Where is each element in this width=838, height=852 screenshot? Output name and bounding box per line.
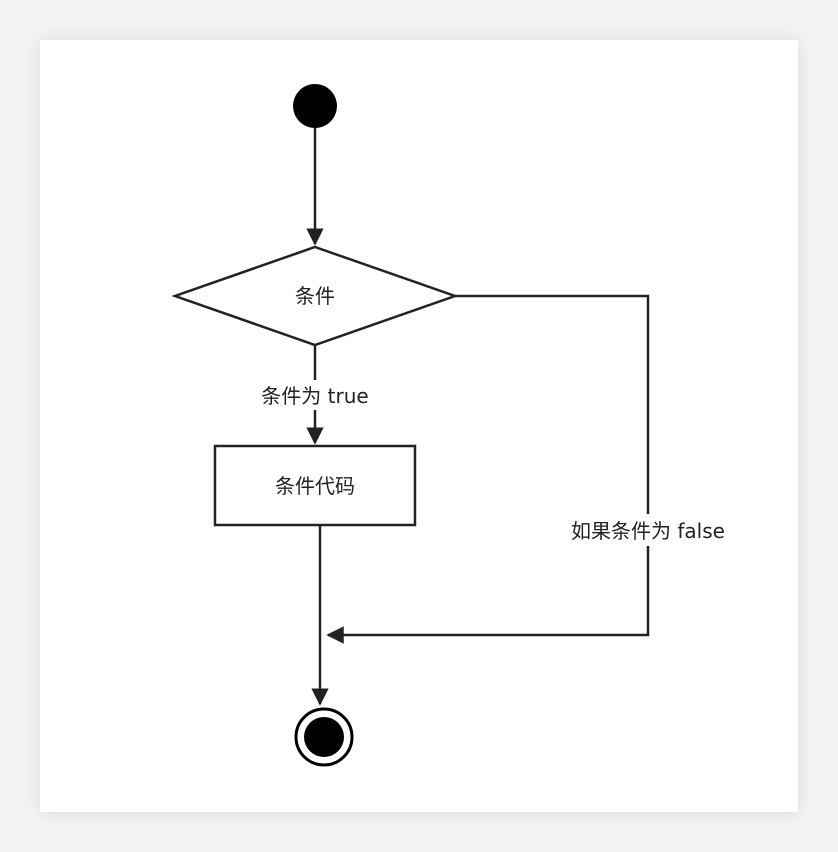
decision-label: 条件 — [295, 284, 335, 308]
true-edge-label: 条件为 true — [261, 384, 368, 408]
edge-false — [326, 294, 650, 644]
end-node-inner — [304, 717, 344, 757]
action-label: 条件代码 — [275, 474, 355, 498]
false-edge-label: 如果条件为 false — [571, 519, 725, 543]
start-node — [293, 84, 337, 128]
diagram-canvas — [40, 40, 798, 812]
false-label-bg — [556, 514, 740, 546]
action-node — [213, 444, 417, 527]
true-label-bg — [252, 380, 378, 410]
